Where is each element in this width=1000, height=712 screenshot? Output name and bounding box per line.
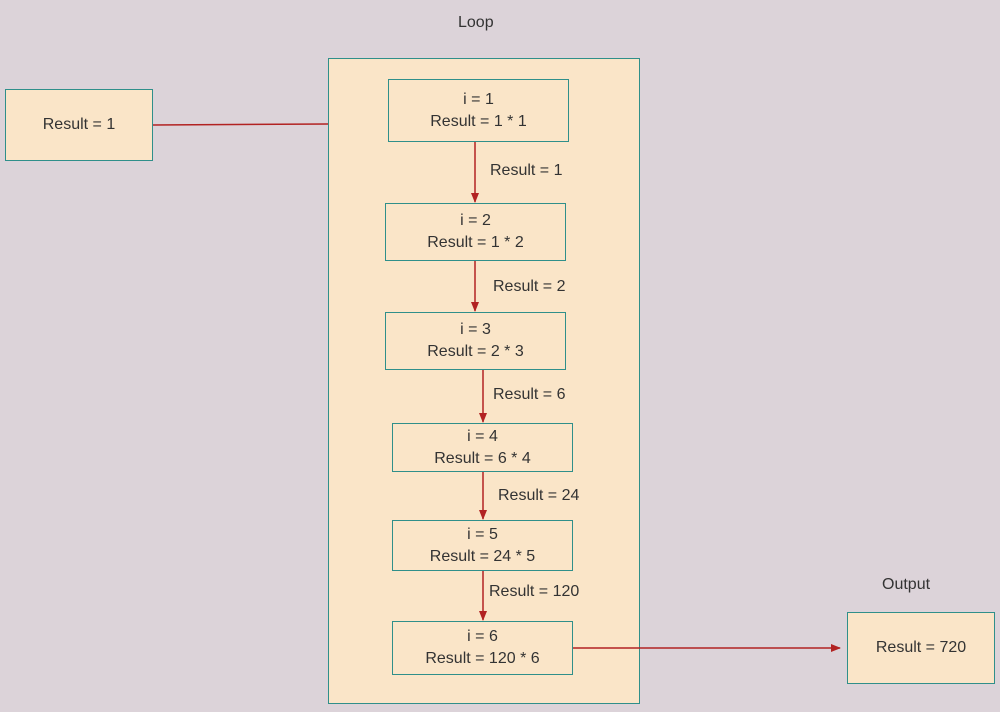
input-result-box: Result = 1 — [5, 89, 153, 161]
output-result-box: Result = 720 — [847, 612, 995, 684]
step-index: i = 3 — [460, 321, 491, 338]
edge-label: Result = 6 — [493, 386, 566, 403]
step-calculation: Result = 6 * 4 — [434, 449, 531, 467]
step-index: i = 1 — [463, 90, 494, 108]
loop-step-box: i = 6 Result = 120 * 6 — [392, 621, 573, 675]
loop-container — [328, 58, 640, 704]
step-index: i = 2 — [460, 212, 491, 229]
step-calculation: Result = 1 * 1 — [430, 112, 527, 130]
loop-step-box: i = 5 Result = 24 * 5 — [392, 520, 573, 571]
step-calculation: Result = 24 * 5 — [429, 547, 536, 565]
edge-label: Result = 24 — [498, 487, 580, 504]
loop-step-box: i = 4 Result = 6 * 4 — [392, 423, 573, 472]
step-index: i = 5 — [467, 525, 498, 543]
step-calculation: Result = 2 * 3 — [427, 343, 524, 360]
loop-step-box: i = 2 Result = 1 * 2 — [385, 203, 566, 261]
loop-title: Loop — [458, 14, 494, 31]
input-to-loop-connector — [152, 123, 329, 126]
step-calculation: Result = 1 * 2 — [427, 234, 524, 251]
loop-step-box: i = 3 Result = 2 * 3 — [385, 312, 566, 370]
output-result-text: Result = 720 — [875, 639, 967, 656]
output-title: Output — [882, 576, 931, 593]
step-index: i = 6 — [467, 628, 498, 645]
edge-label: Result = 120 — [489, 583, 580, 600]
loop-step-box: i = 1 Result = 1 * 1 — [388, 79, 569, 142]
edge-label: Result = 2 — [493, 278, 566, 295]
input-result-text: Result = 1 — [42, 116, 116, 133]
step-calculation: Result = 120 * 6 — [425, 650, 540, 667]
edge-label: Result = 1 — [490, 162, 563, 179]
step-index: i = 4 — [467, 427, 498, 445]
